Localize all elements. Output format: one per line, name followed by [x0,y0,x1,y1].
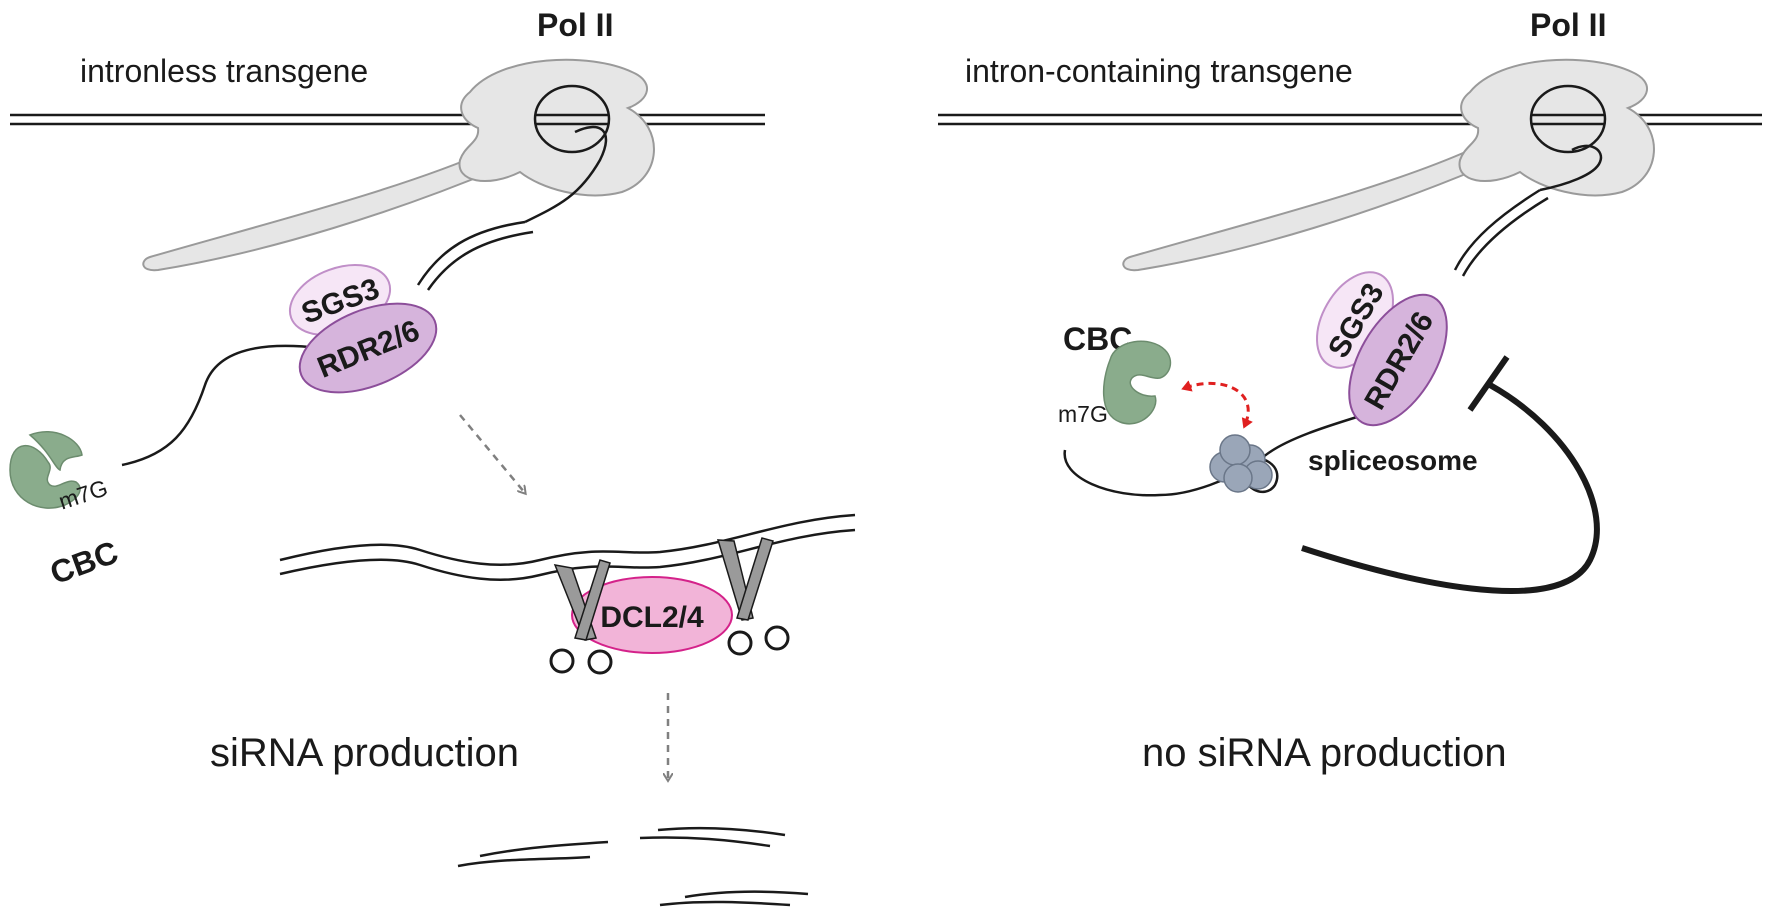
left-cap-label: m7G [55,474,110,514]
left-scissors-icon-2 [716,537,790,656]
left-scissors-icon [549,559,613,675]
left-pol-label: Pol II [537,7,613,43]
left-dna-strand [10,113,765,126]
right-outcome-label: no siRNA production [1142,731,1507,775]
right-cap-label: m7G [1058,401,1108,427]
right-spliceosome-complex [1209,434,1273,493]
left-transgene-label: intronless transgene [80,53,368,89]
left-outcome-label: siRNA production [210,731,519,775]
left-panel: Pol II intronless transgene SGS3 [9,7,856,907]
right-transgene-label: intron-containing transgene [965,53,1353,89]
right-cbc-protein [1102,340,1172,425]
right-inhibition-arrow [1301,355,1600,594]
left-cbc-label: CBC [45,534,122,592]
left-dsrna [279,513,856,581]
left-dcl-protein: DCL2/4 [571,576,733,654]
right-interaction-arrow [1181,380,1253,429]
left-dcl-label: DCL2/4 [600,601,704,634]
left-dicing-arrow [459,414,525,493]
left-pol-ii-complex [142,58,655,272]
left-sirna-duplexes [457,826,809,907]
left-nascent-rna [121,125,608,467]
right-spliceosome-label: spliceosome [1308,445,1478,476]
right-panel: Pol II intron-containing transgene SGS3 [938,7,1762,775]
left-rdr-protein: RDR2/6 [298,302,438,394]
left-cbc-protein [9,431,83,509]
right-pol-ii-complex [1122,58,1655,272]
right-pol-label: Pol II [1530,7,1606,43]
